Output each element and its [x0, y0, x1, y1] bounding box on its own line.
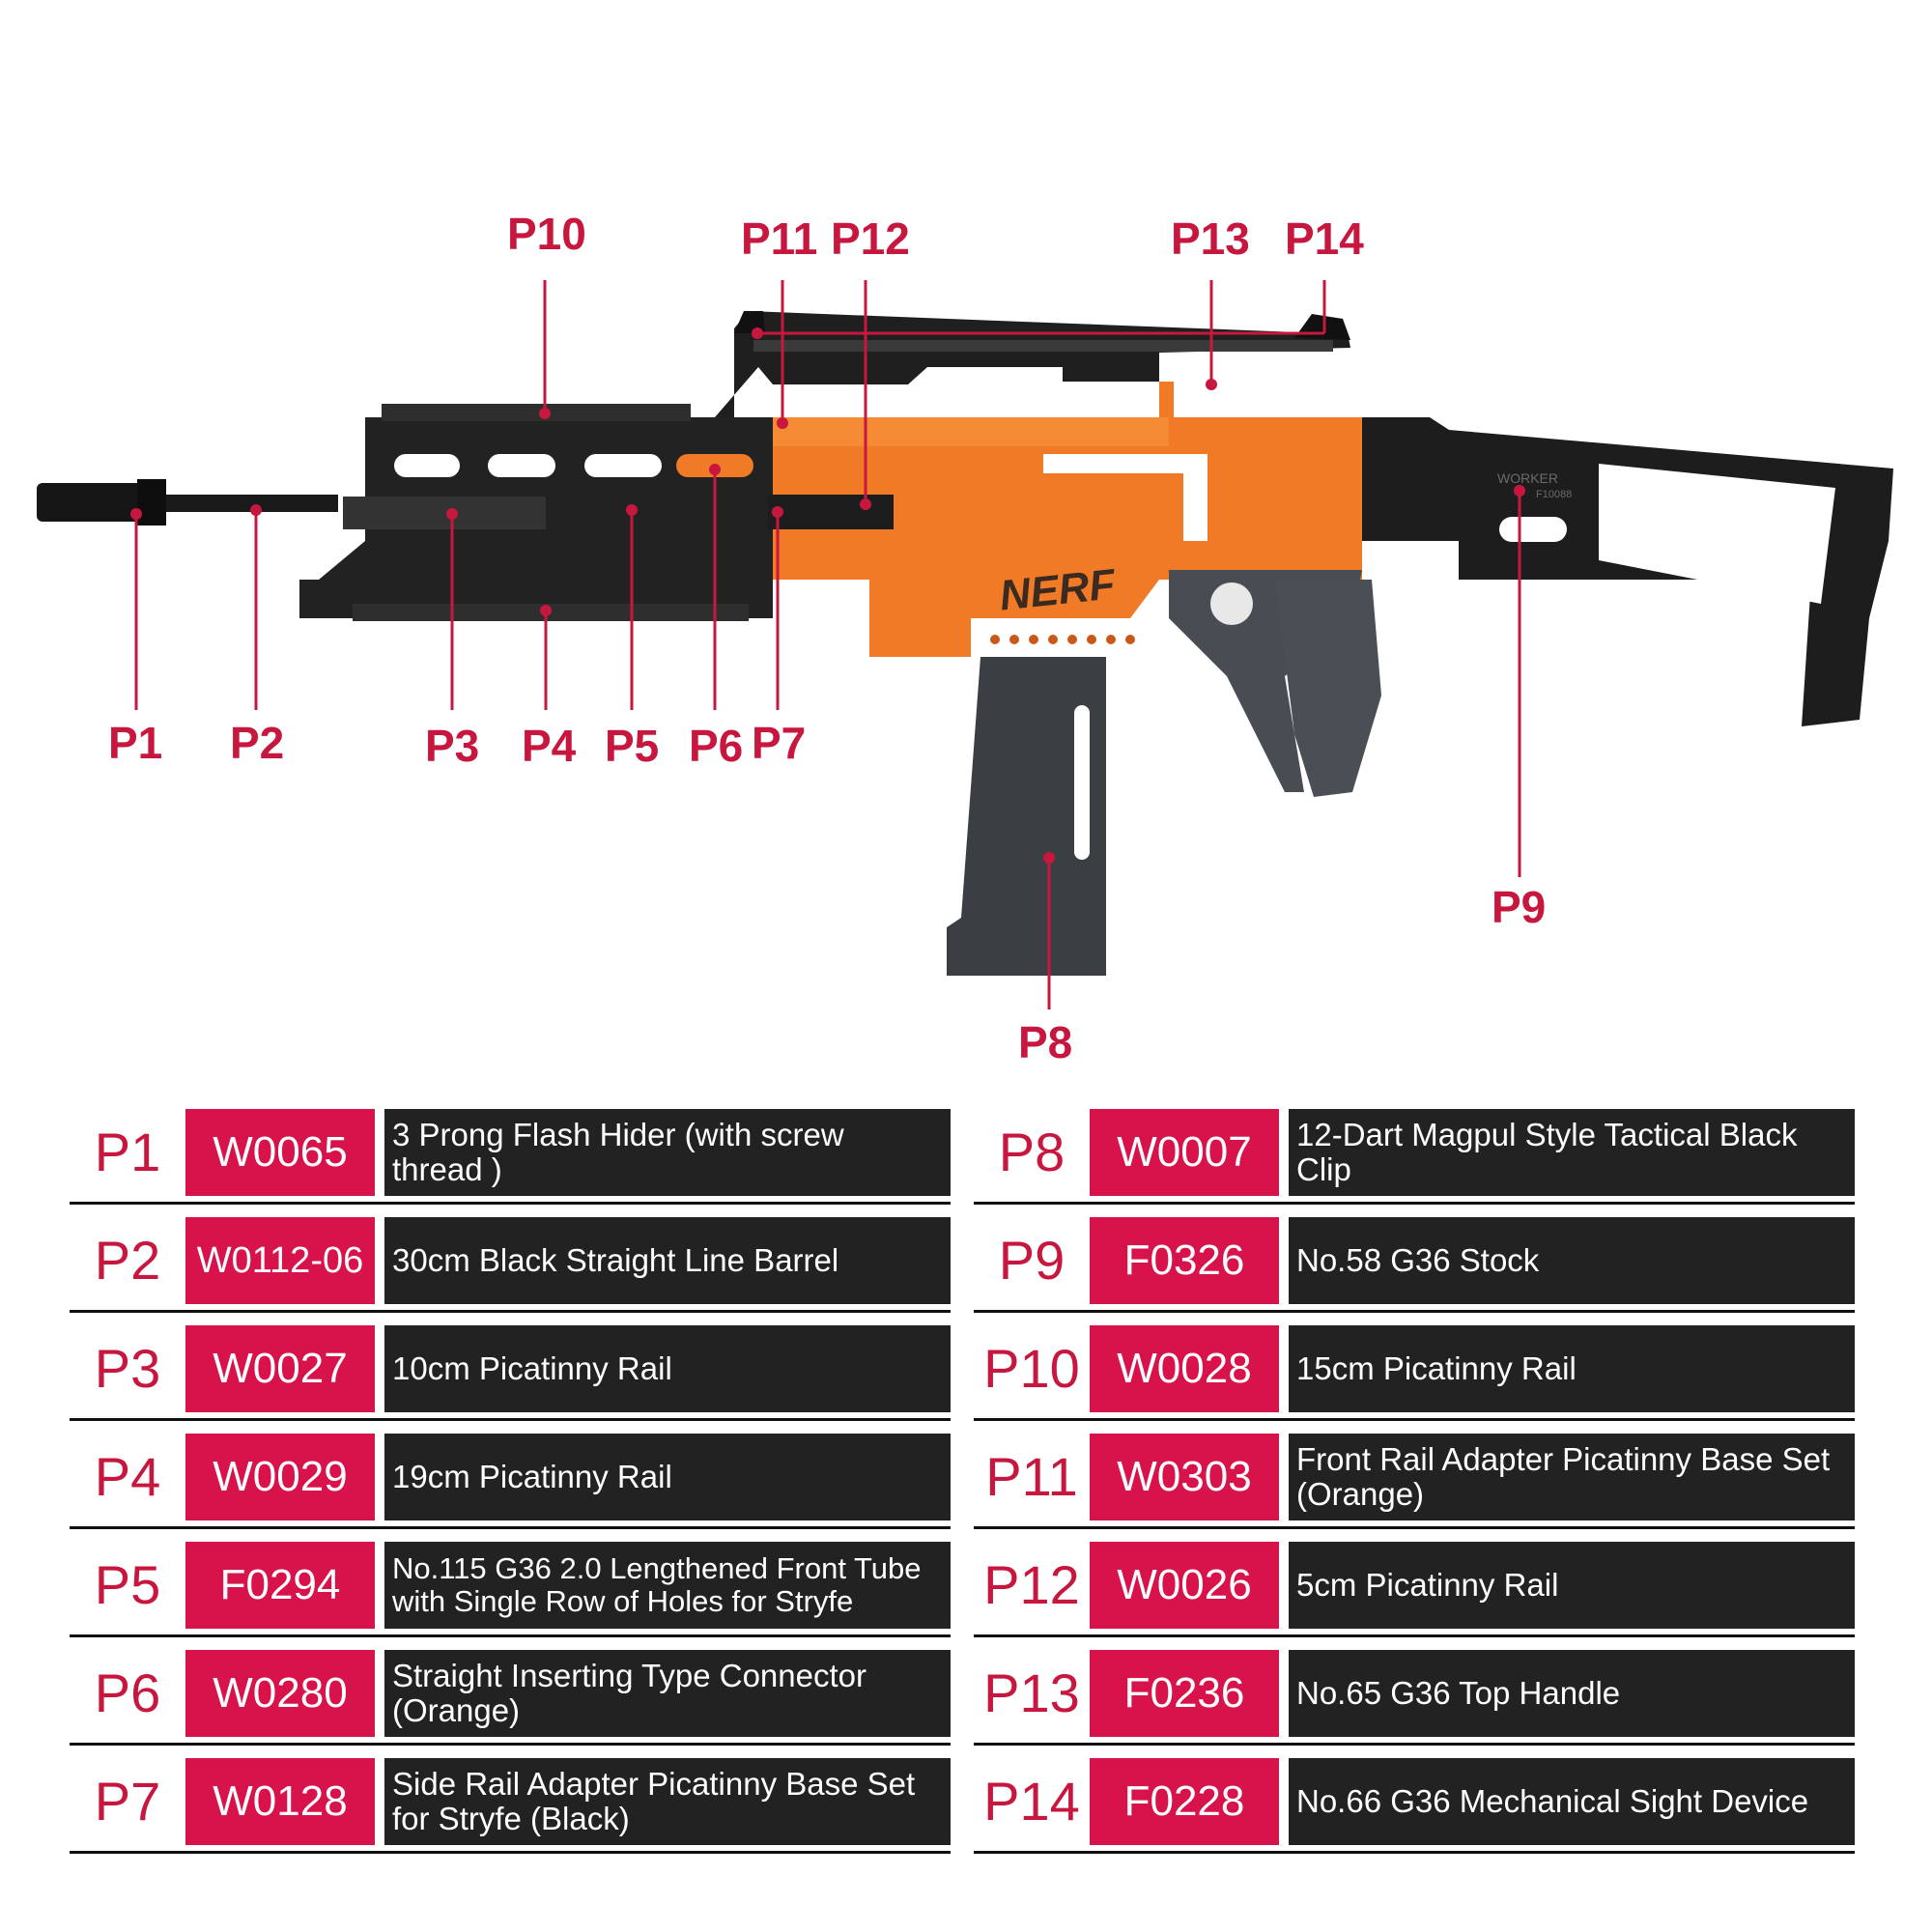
part-description: 5cm Picatinny Rail — [1289, 1542, 1855, 1629]
callout-p3: P3 — [425, 721, 479, 771]
flash-hider-ring — [137, 479, 166, 526]
part-code: W0007 — [1090, 1109, 1279, 1196]
handguard-slot — [488, 454, 555, 477]
part-description: 15cm Picatinny Rail — [1289, 1325, 1855, 1412]
row-divider — [974, 1526, 1855, 1529]
part-number: P6 — [94, 1662, 161, 1723]
part-description: No.65 G36 Top Handle — [1289, 1650, 1855, 1737]
part-code: W0280 — [185, 1650, 375, 1737]
row-divider — [974, 1743, 1855, 1746]
callout-p5: P5 — [605, 721, 659, 771]
callout-p11: P11 — [741, 213, 817, 264]
callout-p12: P12 — [831, 213, 910, 264]
part-number: P13 — [983, 1662, 1080, 1723]
callout-p1: P1 — [108, 718, 162, 768]
row-divider — [70, 1202, 951, 1205]
barrel — [116, 495, 338, 512]
part-number: P8 — [998, 1122, 1065, 1182]
part-description: Straight Inserting Type Connector (Orang… — [384, 1650, 951, 1737]
part-description: Front Rail Adapter Picatinny Base Set (O… — [1289, 1434, 1855, 1520]
part-description: 10cm Picatinny Rail — [384, 1325, 951, 1412]
part-code: W0029 — [185, 1434, 375, 1520]
stock-cutout — [1599, 464, 1835, 604]
part-code: W0028 — [1090, 1325, 1279, 1412]
row-divider — [974, 1418, 1855, 1421]
part-number: P4 — [94, 1446, 161, 1507]
part-description: 12-Dart Magpul Style Tactical Black Clip — [1289, 1109, 1855, 1196]
part-description: 19cm Picatinny Rail — [384, 1434, 951, 1520]
callout-p8: P8 — [1018, 1017, 1072, 1067]
trigger — [1210, 582, 1253, 625]
side-rail-adapter — [768, 495, 894, 529]
callout-p6: P6 — [689, 721, 743, 771]
part-description: No.66 G36 Mechanical Sight Device — [1289, 1758, 1855, 1845]
callout-p10: P10 — [507, 209, 586, 259]
top-rail-teeth — [753, 340, 1333, 352]
row-divider — [974, 1202, 1855, 1205]
receiver-white-stripe — [1043, 454, 1208, 541]
part-number: P2 — [94, 1230, 161, 1291]
part-description: 30cm Black Straight Line Barrel — [384, 1217, 951, 1304]
callout-labels: P1 P2 P3 P4 P5 P6 P7 P8 P9 P10 P11 P12 P… — [108, 209, 1546, 1067]
stock-brand: WORKER — [1497, 470, 1558, 486]
leader-lines — [130, 280, 1525, 1009]
part-number: P14 — [983, 1771, 1080, 1832]
part-code: F0236 — [1090, 1650, 1279, 1737]
part-number: P9 — [998, 1230, 1065, 1291]
part-number: P11 — [985, 1446, 1078, 1507]
part-number: P10 — [983, 1338, 1080, 1399]
part-number: P5 — [94, 1554, 161, 1615]
part-code: F0228 — [1090, 1758, 1279, 1845]
magazine-window — [1074, 705, 1090, 860]
part-code: W0027 — [185, 1325, 375, 1412]
part-description: 3 Prong Flash Hider (with screw thread ) — [384, 1109, 951, 1196]
row-divider — [974, 1634, 1855, 1637]
part-code: W0026 — [1090, 1542, 1279, 1629]
stock-code: F10088 — [1536, 489, 1572, 500]
receiver-top-stripe — [773, 417, 1169, 446]
part-description: No.115 G36 2.0 Lengthened Front Tube wit… — [384, 1542, 951, 1629]
part-code: F0326 — [1090, 1217, 1279, 1304]
handguard-slot — [394, 454, 460, 477]
blaster-diagram: NERF WORKER F10088 — [37, 209, 1893, 1067]
part-code: W0128 — [185, 1758, 375, 1845]
row-divider — [70, 1526, 951, 1529]
row-divider — [70, 1634, 951, 1637]
part-number: P7 — [94, 1771, 161, 1832]
callout-p14: P14 — [1285, 213, 1364, 264]
rear-sight — [1294, 314, 1350, 340]
side-front-rail — [343, 497, 546, 529]
part-number: P3 — [94, 1338, 161, 1399]
row-divider — [70, 1851, 951, 1854]
callout-p9: P9 — [1492, 882, 1546, 932]
callout-p2: P2 — [230, 718, 284, 768]
handguard-slot — [584, 454, 662, 477]
stock-slot — [1499, 517, 1567, 542]
part-code: W0112-06 — [185, 1217, 375, 1304]
row-divider — [70, 1418, 951, 1421]
row-divider — [70, 1310, 951, 1313]
blaster-illustration: NERF WORKER F10088 — [37, 311, 1893, 976]
row-divider — [70, 1743, 951, 1746]
magazine — [947, 657, 1106, 976]
flash-hider — [37, 483, 160, 522]
part-code: W0303 — [1090, 1434, 1279, 1520]
part-code: W0065 — [185, 1109, 375, 1196]
part-number: P12 — [983, 1554, 1080, 1615]
row-divider — [974, 1851, 1855, 1854]
top-handle — [715, 311, 1350, 417]
part-number: P1 — [94, 1122, 161, 1182]
pistol-grip — [1275, 580, 1381, 797]
row-divider — [974, 1310, 1855, 1313]
callout-p4: P4 — [522, 721, 577, 771]
callout-p7: P7 — [752, 718, 806, 768]
top-front-rail — [382, 404, 691, 421]
magwell-holes — [990, 635, 1135, 644]
part-description: No.58 G36 Stock — [1289, 1217, 1855, 1304]
part-description: Side Rail Adapter Picatinny Base Set for… — [384, 1758, 951, 1845]
receiver — [773, 382, 1362, 657]
part-code: F0294 — [185, 1542, 375, 1629]
callout-p13: P13 — [1171, 213, 1250, 264]
